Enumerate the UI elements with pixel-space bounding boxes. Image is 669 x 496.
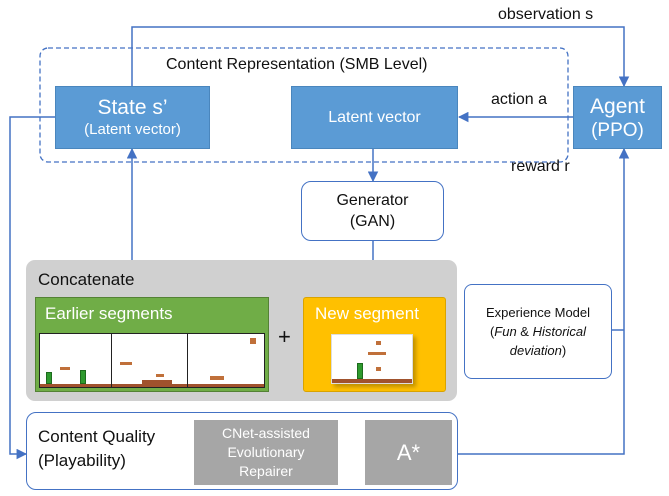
experience-model-title: Experience Model — [485, 305, 591, 320]
agent-title: Agent — [590, 94, 645, 118]
experience-model-criteria: (Fun & Historical — [489, 324, 587, 339]
generator-subtitle: (GAN) — [349, 213, 396, 230]
repairer-line1: CNet-assisted — [222, 425, 310, 441]
experience-model-node: Experience Model (Fun & Historical devia… — [464, 284, 612, 379]
repairer-line3: Repairer — [239, 463, 293, 479]
action-label: action a — [491, 91, 548, 108]
state-subtitle: (Latent vector) — [84, 121, 181, 138]
agent-node: Agent (PPO) — [573, 86, 662, 149]
level-thumbnail — [39, 333, 112, 388]
state-node: State s’ (Latent vector) — [55, 86, 210, 149]
level-thumbnail — [187, 333, 265, 388]
level-thumbnail — [111, 333, 188, 388]
agent-subtitle: (PPO) — [591, 119, 644, 141]
state-title: State s’ — [97, 96, 168, 119]
plus-sign: + — [278, 324, 291, 349]
repairer-line2: Evolutionary — [227, 444, 305, 460]
content-quality-subtitle: (Playability) — [38, 451, 126, 470]
latent-vector-node: Latent vector — [291, 86, 458, 149]
content-representation-title: Content Representation (SMB Level) — [166, 56, 428, 73]
state-to-quality-arrow — [9, 116, 55, 460]
reward-label: reward r — [511, 158, 570, 175]
observation-label: observation s — [498, 6, 594, 23]
earlier-segments-label: Earlier segments — [45, 304, 173, 323]
concatenate-label: Concatenate — [38, 270, 135, 289]
generator-node: Generator (GAN) — [301, 181, 444, 241]
new-segment-panel: New segment — [303, 297, 446, 392]
experience-model-deviation: deviation) — [509, 343, 567, 358]
content-representation-frame — [39, 47, 569, 163]
observation-arrow — [131, 26, 630, 88]
astar-label: A* — [396, 439, 421, 465]
latent-vector-label: Latent vector — [328, 108, 421, 126]
content-quality-title: Content Quality — [38, 427, 156, 446]
repairer-node: CNet-assisted Evolutionary Repairer — [194, 420, 338, 485]
generator-title: Generator — [336, 192, 409, 209]
earlier-segments-panel: Earlier segments — [35, 297, 269, 392]
new-segment-thumbnail — [331, 334, 413, 384]
astar-node: A* — [365, 420, 452, 485]
new-segment-label: New segment — [315, 304, 419, 323]
quality-to-agent-arrow — [458, 147, 630, 455]
